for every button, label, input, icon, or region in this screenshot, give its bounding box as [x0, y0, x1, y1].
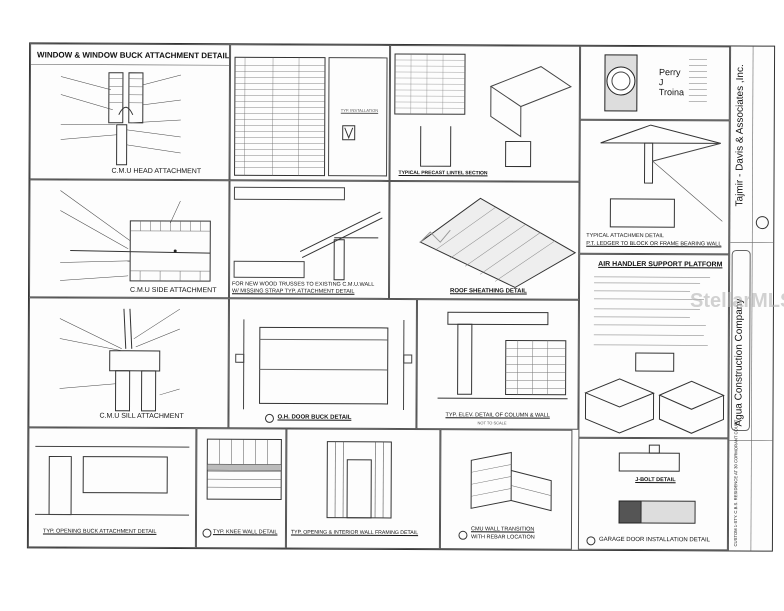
panel-column-wall: TYP. ELEV. DETAIL OF COLUMN & WALL NOT T… — [416, 299, 579, 430]
panel-lintel-table: TYP. INSTALLATION — [229, 44, 391, 181]
panel-title-line1: TYPICAL ATTACHMEN DETAIL — [586, 232, 665, 240]
panel-air-handler: AIR HANDLER SUPPORT PLATFORM — [578, 253, 730, 439]
engineer-name-line1: Perry — [658, 67, 681, 78]
company-name: Agua Construction Company — [733, 298, 745, 427]
engineer-name-line3: Troina — [658, 87, 685, 98]
lintel-table-drawing — [234, 56, 388, 177]
garage-door-drawing — [586, 444, 696, 546]
panel-title-line1: FOR NEW WOOD TRUSSES TO EXISTING C.M.U.W… — [232, 281, 375, 288]
knee-wall-drawing — [202, 438, 282, 538]
drawing-sheet: WINDOW & WINDOW BUCK ATTACHMENT DETAILS … — [26, 42, 776, 552]
title-block: Tajmir - Davis & Associates ,Inc. Agua C… — [727, 46, 776, 551]
panel-garage-door: J-BOLT DETAIL GARAGE DOOR INSTALLATION D… — [577, 437, 729, 551]
panel-title: TYP. INSTALLATION — [340, 107, 379, 113]
panel-title: ROOF SHEATHING DETAIL — [450, 288, 527, 295]
panel-title: O.H. DOOR BUCK DETAIL — [277, 414, 352, 421]
panel-title: TYPICAL PRECAST LINTEL SECTION — [398, 169, 488, 177]
side-attachment-drawing — [60, 190, 211, 282]
panel-opening-buck: TYP. OPENING BUCK ATTACHMENT DETAIL — [27, 427, 197, 549]
column-wall-drawing — [437, 311, 568, 400]
ledger-attachment-drawing — [600, 124, 723, 228]
wall-framing-drawing — [326, 441, 392, 519]
opening-buck-drawing — [35, 445, 190, 516]
panel-title: GARAGE DOOR INSTALLATION DETAIL — [598, 536, 710, 544]
oh-door-drawing — [235, 319, 413, 423]
cmu-transition-drawing — [458, 451, 552, 540]
panel-window-head: WINDOW & WINDOW BUCK ATTACHMENT DETAILS … — [29, 43, 231, 181]
window-head-drawing — [31, 64, 231, 166]
panel-label: C.M.U SILL ATTACHMENT — [99, 412, 184, 421]
panel-roof-sheathing: ROOF SHEATHING DETAIL — [388, 180, 580, 300]
jbolt-title: J-BOLT DETAIL — [635, 477, 676, 484]
panel-title-line1: CMU WALL TRANSITION — [470, 526, 535, 533]
panel-cmu-transition: CMU WALL TRANSITION WITH REBAR LOCATION — [439, 429, 573, 550]
panel-title-line2: P.T. LEDGER TO BLOCK OR FRAME BEARING WA… — [586, 240, 722, 248]
panel-side-attachment: C.M.U SIDE ATTACHMENT — [28, 179, 230, 299]
sill-attachment-drawing — [59, 308, 181, 412]
panel-label: C.M.U SIDE ATTACHMENT — [130, 286, 217, 295]
title-block-frame — [729, 46, 775, 551]
air-handler-drawing — [584, 276, 725, 434]
panel-title: TYP. KNEE WALL DETAIL — [212, 529, 278, 536]
panel-subtitle: NOT TO SCALE — [477, 420, 507, 426]
panel-sill-attachment: C.M.U SILL ATTACHMENT — [28, 297, 229, 429]
project-name: CUSTOM 1-STY. C.B.S. RESIDENCE AT 30 COR… — [732, 419, 739, 547]
panel-wall-framing: TYP. OPENING & INTERIOR WALL FRAMING DET… — [285, 428, 441, 550]
panel-title-line2: W/ MISSING STRAP TYP. ATTACHMENT DETAIL — [232, 288, 355, 295]
engineer-name-line2: J — [658, 77, 664, 88]
panel-typical-lintel: TYPICAL PRECAST LINTEL SECTION — [389, 44, 581, 182]
panel-truss: FOR NEW WOOD TRUSSES TO EXISTING C.M.U.W… — [228, 180, 390, 299]
truss-drawing — [233, 186, 383, 281]
seal-stamp — [604, 54, 708, 112]
watermark: StellarMLS — [690, 290, 784, 312]
panel-title-line2: WITH REBAR LOCATION — [470, 534, 535, 541]
panel-knee-wall: TYP. KNEE WALL DETAIL — [195, 428, 287, 549]
panel-title: TYP. OPENING & INTERIOR WALL FRAMING DET… — [290, 529, 419, 537]
panel-engineer-seal: Perry J Troina — [579, 45, 731, 121]
panel-ledger-attachment: TYPICAL ATTACHMEN DETAIL P.T. LEDGER TO … — [579, 119, 730, 255]
firm-name: Tajmir - Davis & Associates ,Inc. — [734, 64, 747, 207]
typical-lintel-drawing — [394, 53, 572, 168]
panel-title: TYP. OPENING BUCK ATTACHMENT DETAIL — [42, 528, 157, 535]
panel-title: TYP. ELEV. DETAIL OF COLUMN & WALL — [445, 412, 550, 419]
panel-oh-door: O.H. DOOR BUCK DETAIL — [228, 298, 417, 430]
panel-label: C.M.U HEAD ATTACHMENT — [110, 167, 203, 176]
roof-sheathing-drawing — [419, 197, 577, 289]
